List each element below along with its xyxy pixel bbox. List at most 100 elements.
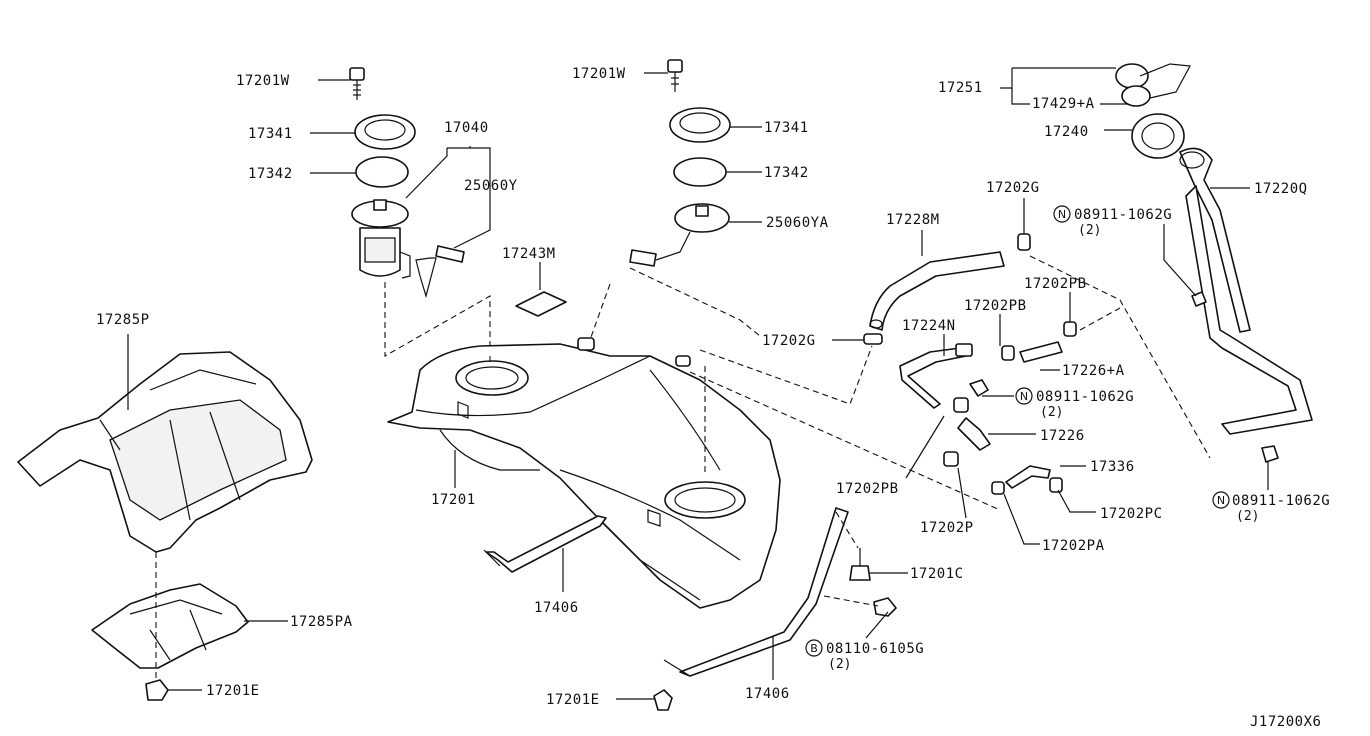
- label-17251: 17251: [938, 80, 983, 96]
- label-17240: 17240: [1044, 124, 1089, 140]
- pad-17243m: [515, 291, 567, 317]
- label-08110: 08110-6105G: [826, 641, 924, 657]
- svg-text:N: N: [1058, 208, 1066, 221]
- bolt-17201c: [849, 548, 871, 581]
- badge-n-icon-2: N: [1015, 387, 1033, 405]
- label-08110-qty: (2): [828, 657, 851, 672]
- leader-lines: [127, 67, 1269, 700]
- label-08911-upper-qty: (2): [1078, 223, 1101, 238]
- badge-n-icon-3: N: [1212, 491, 1230, 509]
- label-17336: 17336: [1090, 459, 1135, 475]
- vent-dash-3: [1029, 255, 1211, 459]
- svg-text:B: B: [810, 642, 818, 655]
- lock-ring-17341-center: [669, 107, 731, 143]
- label-17285p: 17285P: [96, 312, 150, 328]
- heat-shield-17285pa: [91, 583, 249, 669]
- clip-17202pa: [991, 481, 1005, 495]
- fuel-tank-17201: [387, 337, 781, 609]
- label-08911-middle-qty: (2): [1040, 405, 1063, 420]
- label-17202pb-right: 17202PB: [1024, 276, 1087, 292]
- label-17202p: 17202P: [920, 520, 974, 536]
- label-17201e-center: 17201E: [546, 692, 600, 708]
- label-17341-left: 17341: [248, 126, 293, 142]
- label-17202pc: 17202PC: [1100, 506, 1163, 522]
- label-17201c: 17201C: [910, 566, 964, 582]
- label-17220q: 17220Q: [1254, 181, 1308, 197]
- label-17202pb-upper: 17202PB: [964, 298, 1027, 314]
- label-17228m: 17228M: [886, 212, 940, 228]
- label-08911-middle: 08911-1062G: [1036, 389, 1134, 405]
- label-17202g-upper: 17202G: [986, 180, 1040, 196]
- bolt-17201w-left: [349, 67, 365, 100]
- bolt-08110: [873, 597, 897, 617]
- badge-b-icon: B: [805, 639, 823, 657]
- center-dash-line-1: [589, 283, 611, 341]
- strap-bolt-dash: [835, 511, 859, 549]
- label-17406-right: 17406: [745, 686, 790, 702]
- clip-17202g-upper: [1017, 233, 1031, 251]
- gasket-17342-center: [673, 157, 727, 187]
- label-17226: 17226: [1040, 428, 1085, 444]
- label-17341-center: 17341: [764, 120, 809, 136]
- label-17224n: 17224N: [902, 318, 956, 334]
- label-17201e-left: 17201E: [206, 683, 260, 699]
- label-17342-left: 17342: [248, 166, 293, 182]
- clip-17202g-lower: [863, 333, 883, 345]
- vent-hose-17228m: [869, 251, 1005, 331]
- label-17285pa: 17285PA: [290, 614, 353, 630]
- sender-unit-25060y: [415, 245, 465, 299]
- hose-17224n: [899, 343, 973, 409]
- label-08911-lower: 08911-1062G: [1232, 493, 1330, 509]
- label-17202g-lower: 17202G: [762, 333, 816, 349]
- clip-17202pc: [1049, 477, 1063, 493]
- vent-dash-1: [699, 345, 873, 405]
- label-17202pb-lower: 17202PB: [836, 481, 899, 497]
- label-17201w-left: 17201W: [236, 73, 290, 89]
- badge-n-icon-1: N: [1053, 205, 1071, 223]
- clip-08911-middle: [969, 379, 989, 397]
- clip-08911-lower: [1261, 445, 1279, 463]
- ring-17240: [1131, 113, 1185, 159]
- label-25060y: 25060Y: [464, 178, 518, 194]
- label-17202pa: 17202PA: [1042, 538, 1105, 554]
- sender-unit-25060ya: [629, 203, 730, 267]
- vent-dash-2: [689, 371, 1001, 511]
- diagram-code: J17200X6: [1250, 714, 1321, 730]
- label-17201: 17201: [431, 492, 476, 508]
- label-25060ya: 25060YA: [766, 215, 829, 231]
- label-17406-left: 17406: [534, 600, 579, 616]
- tank-strap-17406-left: [483, 515, 607, 573]
- label-17201w-center: 17201W: [572, 66, 626, 82]
- fuel-cap-17251: [1115, 63, 1191, 107]
- clip-17202pb-right: [1063, 321, 1077, 337]
- filler-tube-17220q: [1179, 147, 1313, 435]
- label-17429a: 17429+A: [1032, 96, 1095, 112]
- hose-17226a: [1019, 341, 1063, 363]
- label-17243m: 17243M: [502, 246, 556, 262]
- svg-text:N: N: [1020, 390, 1028, 403]
- label-17342-center: 17342: [764, 165, 809, 181]
- clip-17202pb-lower: [943, 451, 959, 467]
- svg-text:N: N: [1217, 494, 1225, 507]
- clip-17202pb-upper: [1001, 345, 1015, 361]
- label-08911-lower-qty: (2): [1236, 509, 1259, 524]
- tank-strap-17406-right: [663, 507, 849, 677]
- gasket-17342-left: [355, 156, 409, 188]
- lock-ring-17341-left: [354, 114, 416, 150]
- pump-assembly-dash-line: [384, 282, 491, 360]
- vent-dash-4: [1079, 307, 1121, 331]
- hose-17226: [953, 397, 991, 451]
- center-dash-line-2: [629, 267, 761, 337]
- nut-17201e-center: [653, 689, 673, 711]
- hose-17336: [1005, 465, 1051, 489]
- bolt-17201w-center: [667, 59, 683, 92]
- nut-17201e-left: [145, 679, 169, 701]
- label-08911-upper: 08911-1062G: [1074, 207, 1172, 223]
- label-17226a: 17226+A: [1062, 363, 1125, 379]
- label-17040: 17040: [444, 120, 489, 136]
- heat-shield-17285p: [17, 351, 313, 553]
- fuel-pump-17040: [351, 199, 411, 279]
- strap-bolt2-dash: [823, 595, 879, 607]
